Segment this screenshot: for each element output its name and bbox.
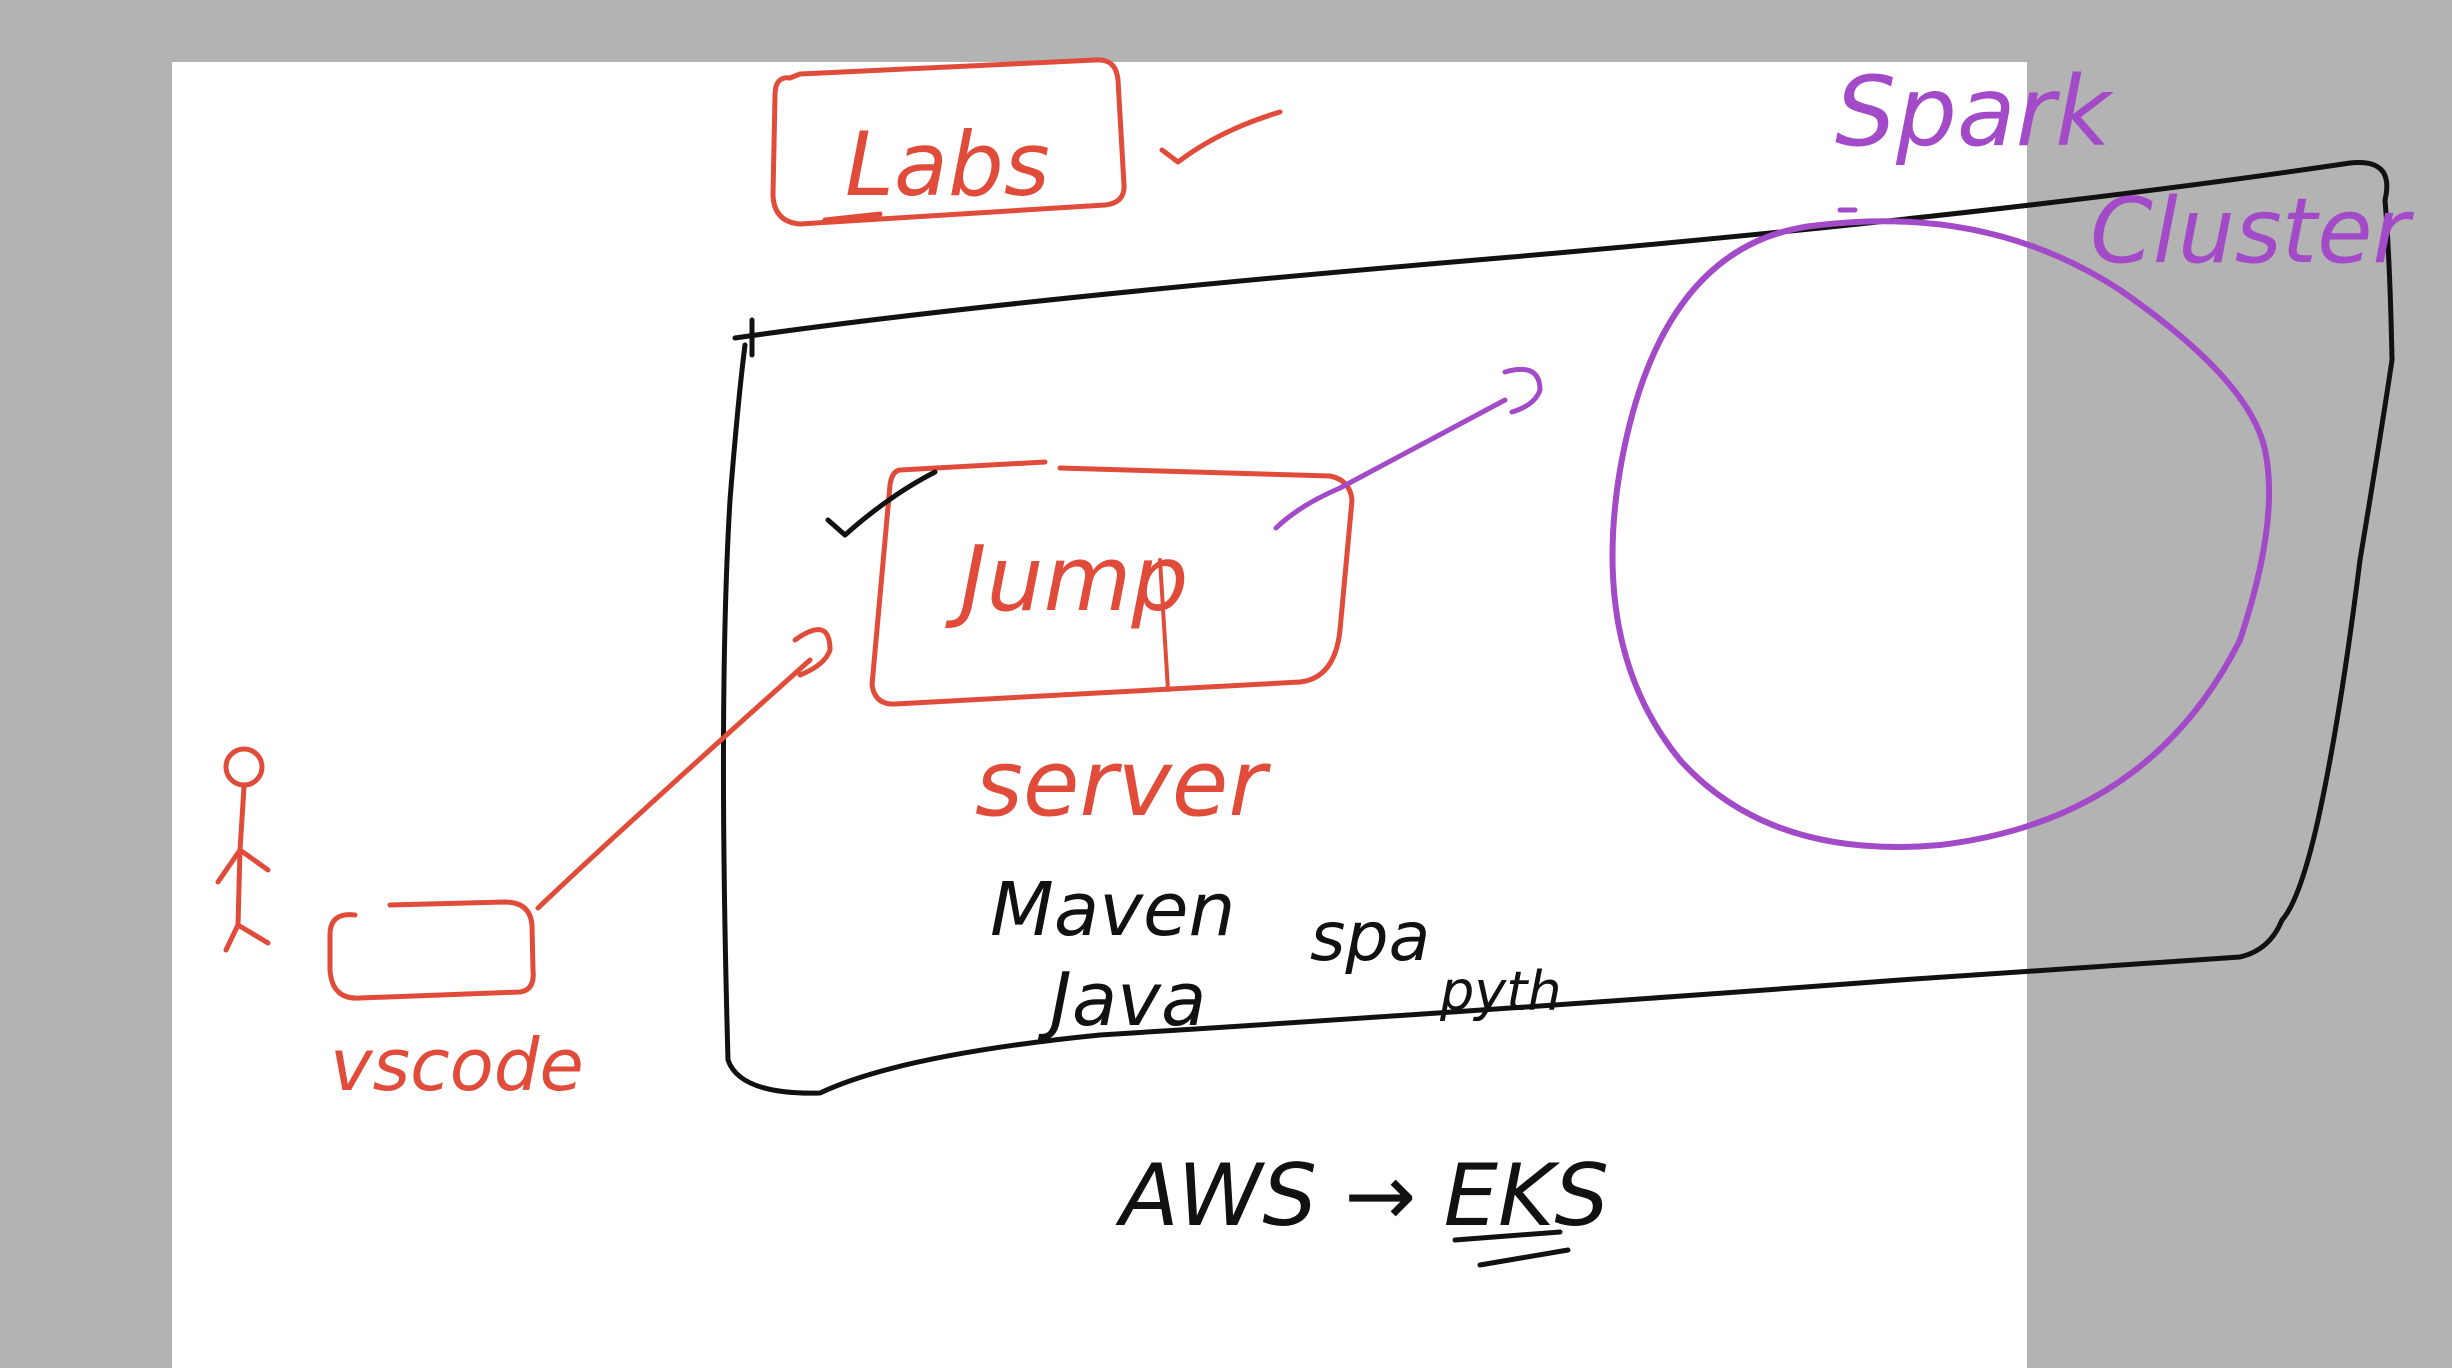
arrow-line-red: [535, 657, 813, 911]
server-label: server: [975, 730, 1271, 837]
vscode-to-jump-arrow: [535, 627, 833, 911]
eks-underline-1: [1452, 1229, 1563, 1243]
maven-label: Maven: [990, 867, 1235, 953]
jump-checkmark: [825, 469, 938, 538]
vscode-label: vscode: [330, 1023, 584, 1107]
jump-box-top-left: [897, 459, 1048, 473]
arrow-head-red: [792, 627, 833, 678]
user-stick-figure: [215, 746, 271, 953]
arrow-line-purple: [1273, 397, 1508, 531]
arrow-head-purple: [1502, 366, 1543, 415]
aws-eks-label: AWS → EKS: [1115, 1146, 1609, 1246]
aws-eks-note: AWS → EKS: [1115, 1146, 1609, 1268]
user-legs: [223, 922, 271, 953]
jump-box: [869, 465, 1355, 707]
jump-to-spark-arrow: [1273, 366, 1543, 531]
labs-checkmark: [1159, 109, 1283, 165]
user-arms: [215, 847, 271, 885]
java-label: Java: [1037, 957, 1206, 1043]
jump-server-node: Jump server: [825, 459, 1355, 837]
vscode-box: [327, 899, 536, 1001]
labs-label: Labs: [845, 113, 1050, 216]
python-short-label: pyth: [1439, 960, 1562, 1023]
spark-cluster-node: Spark Cluster: [1609, 56, 2414, 850]
jump-box-divider: [1158, 558, 1170, 692]
whiteboard-page: [172, 62, 2027, 1368]
jump-label: Jump: [945, 527, 1188, 632]
labs-node: Labs: [770, 57, 1283, 227]
spark-cluster-circle: [1609, 218, 2273, 850]
cluster-label: Cluster: [2090, 179, 2414, 284]
spark-short-label: spa: [1310, 898, 1430, 977]
labs-box: [770, 57, 1127, 227]
eks-underline-2: [1477, 1247, 1571, 1268]
jump-tools: Maven Java spa pyth: [990, 867, 1562, 1043]
spark-label: Spark: [1835, 56, 2114, 168]
labs-underline-scribble: [822, 211, 883, 223]
vscode-node: vscode: [327, 899, 584, 1107]
